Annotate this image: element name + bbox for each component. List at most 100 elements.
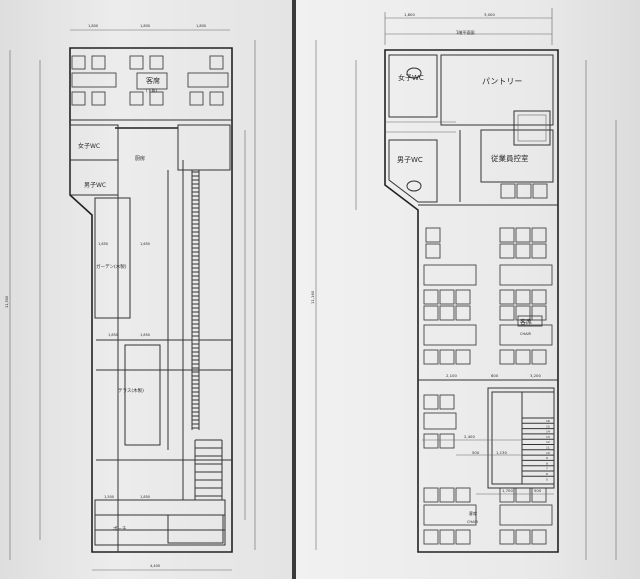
chair [209, 55, 224, 70]
chair [91, 91, 106, 106]
staff-room [480, 129, 554, 183]
chair [423, 289, 439, 305]
dim-label: 1,850 [140, 333, 150, 337]
chair [531, 243, 547, 259]
chair [71, 91, 86, 106]
left-long-stair [191, 170, 200, 430]
room-label-porch: ポーチ [113, 525, 127, 532]
pantry-room [440, 54, 554, 126]
table [423, 264, 477, 286]
chair [499, 349, 515, 365]
stair-step-number: 15 [546, 424, 550, 428]
chair [439, 433, 455, 449]
stair-step-number: 6 [546, 472, 548, 476]
left-lower-stair [194, 439, 223, 500]
stair-step-number: 14 [546, 430, 550, 434]
table [136, 72, 168, 90]
dim-label: 1,800 [404, 12, 415, 17]
dim-label: 1,130 [496, 450, 507, 455]
stair-step-number: 16 [546, 419, 550, 423]
dim-label: 1,850 [108, 333, 118, 337]
chair [515, 227, 531, 243]
chair [499, 227, 515, 243]
chair [515, 487, 531, 503]
chair [455, 289, 471, 305]
drawing-title: 1階平面図 [456, 29, 475, 35]
dim-label: 11,500 [5, 296, 9, 308]
chair [499, 243, 515, 259]
stair-enclosure [487, 387, 555, 489]
left-building-outline [69, 47, 233, 553]
chair [423, 394, 439, 410]
stair-step-number: 9 [546, 456, 548, 460]
chair [532, 183, 548, 199]
room-label-dining: 客席 [146, 76, 160, 85]
room-label-seating-en: CHAIR [520, 332, 532, 336]
womens-wc-room [388, 54, 438, 118]
chair [439, 349, 455, 365]
chair [439, 529, 455, 545]
dim-label: 1,650 [140, 242, 150, 246]
dim-label: 11,160 [310, 290, 315, 304]
table [499, 504, 553, 526]
room-label-dining-sub: (下段) [146, 87, 158, 93]
table [187, 72, 229, 88]
table [423, 504, 477, 526]
dim-label: 500 [472, 450, 480, 455]
stair-step-number: 7 [546, 467, 548, 471]
mens-wc-room [388, 139, 438, 203]
chair [439, 305, 455, 321]
chair [439, 487, 455, 503]
room-label-terrace: テラス(木製) [118, 387, 144, 394]
chair [455, 529, 471, 545]
floor-plan-drawing-left: 客席 (下段) 女子WC 男子WC 厨房 ガーデン(木製) テラス(木製) ポー… [5, 24, 256, 571]
dim-label: 3,200 [530, 373, 541, 378]
dim-label: 1,700 [502, 488, 513, 493]
chair [531, 529, 547, 545]
chair [455, 349, 471, 365]
room-label-pantry: パントリー [482, 77, 522, 86]
chair [516, 183, 532, 199]
chair [515, 349, 531, 365]
chair [423, 529, 439, 545]
room-label-womens-wc-left: 女子WC [78, 142, 100, 150]
dim-label: 3,000 [484, 12, 495, 17]
chair [455, 487, 471, 503]
chair [515, 305, 531, 321]
room-label-seating: 客席 [520, 318, 532, 326]
stair-step-number: 10 [546, 451, 550, 455]
chair [189, 91, 204, 106]
room-label-womens-wc: 女子WC [398, 73, 424, 82]
room-label-kitchen: 厨房 [135, 155, 145, 162]
dim-label: 800 [491, 373, 499, 378]
dim-label: 1,850 [140, 495, 150, 499]
room-label-mens-wc: 男子WC [397, 156, 423, 164]
chair [531, 305, 547, 321]
chair [499, 289, 515, 305]
table [71, 72, 117, 88]
dim-label: 1,500 [104, 495, 114, 499]
dim-label: 500 [534, 488, 542, 493]
chair [531, 227, 547, 243]
room-label-garden: ガーデン(木製) [96, 263, 127, 270]
stair-step-number: 11 [546, 446, 550, 450]
chair [423, 349, 439, 365]
dim-label: 1,800 [196, 24, 206, 28]
right-dining-tables [423, 183, 553, 545]
table [423, 412, 457, 430]
stair-step-number: 5 [546, 477, 548, 481]
chair [129, 55, 144, 70]
chair [515, 529, 531, 545]
chair [500, 183, 516, 199]
chair [455, 305, 471, 321]
chair [423, 487, 439, 503]
right-building-outline [384, 49, 559, 553]
chair [531, 349, 547, 365]
dim-label: 1,850 [98, 242, 108, 246]
table [499, 264, 553, 286]
chair [91, 55, 106, 70]
table [423, 324, 477, 346]
chair [439, 289, 455, 305]
